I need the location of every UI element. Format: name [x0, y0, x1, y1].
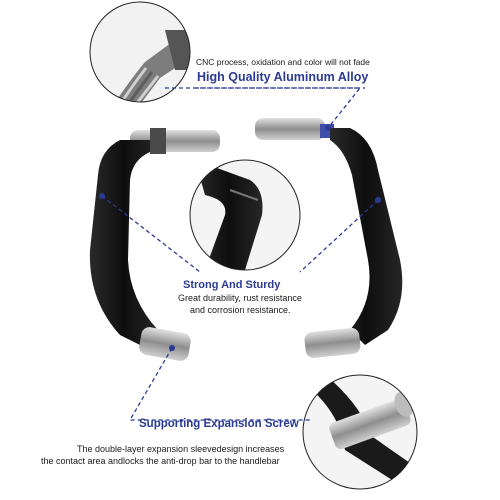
- sturdy-description-line2: and corrosion resistance.: [190, 305, 291, 315]
- screw-detail-circle: [302, 374, 418, 490]
- callout-lines: [101, 87, 379, 421]
- aluminum-heading: High Quality Aluminum Alloy: [197, 70, 369, 84]
- callout-dots: [99, 125, 381, 351]
- sturdy-heading: Strong And Sturdy: [183, 279, 281, 291]
- aluminum-detail-circle: [89, 1, 191, 103]
- left-lever-arm: [89, 140, 158, 345]
- screw-description-line1: The double-layer expansion sleevedesign …: [77, 444, 285, 454]
- left-lever-guard: [89, 128, 220, 361]
- aluminum-note: CNC process, oxidation and color will no…: [196, 57, 370, 67]
- right-bar-end: [255, 118, 325, 140]
- right-mount-screw: [304, 327, 361, 358]
- screw-description-line2: the contact area andlocks the anti-drop …: [41, 456, 280, 466]
- left-mount-screw: [139, 327, 191, 361]
- sturdy-description-line1: Great durability, rust resistance: [178, 293, 302, 303]
- sturdy-detail-circle: [189, 159, 301, 271]
- right-lever-arm: [330, 128, 403, 345]
- screw-heading: Supporting Expansion Screw: [139, 418, 299, 430]
- right-lever-guard: [255, 118, 403, 358]
